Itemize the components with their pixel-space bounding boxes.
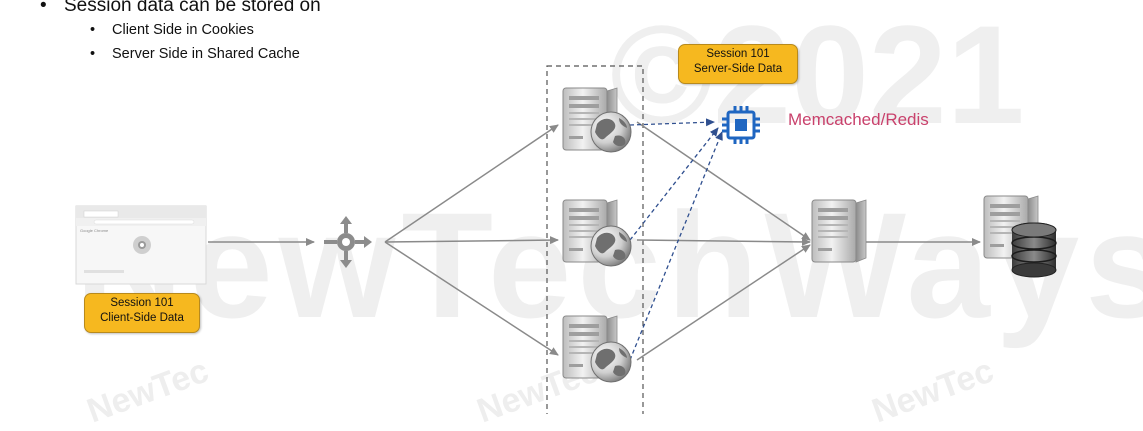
bullet-sub-1: •Client Side in Cookies (90, 22, 254, 38)
load-balancer-icon (324, 216, 372, 268)
arrow-lb-to-server-3 (384, 241, 559, 356)
server-session-badge: Session 101 Server-Side Data (678, 44, 798, 84)
server-group-frame (546, 65, 644, 414)
web-server-2-icon (562, 199, 632, 267)
arrow-server-1-to-app (636, 121, 811, 241)
server-badge-line-2: Server-Side Data (693, 63, 783, 75)
architecture-diagram: Google Chrome (75, 65, 1057, 414)
client-session-badge: Session 101 Client-Side Data (84, 293, 200, 333)
bullet-sub-1-text: Client Side in Cookies (112, 22, 254, 38)
bullet-sub-2-text: Server Side in Shared Cache (112, 46, 300, 62)
client-badge-line-1: Session 101 (110, 297, 174, 309)
chip-icon (722, 106, 760, 144)
server-badge-line-1: Session 101 (706, 48, 770, 60)
cache-link-1 (629, 118, 715, 127)
browser-window-icon (75, 205, 207, 285)
client-badge-line-2: Client-Side Data (100, 312, 184, 324)
bullet-main: •Session data can be stored on (40, 0, 321, 18)
cache-link-2 (629, 127, 719, 241)
arrow-lb-to-server-1 (384, 124, 559, 243)
bullet-main-text: Session data can be stored on (64, 0, 321, 16)
web-server-3-icon (562, 315, 632, 383)
arrow-server-2-to-app (636, 237, 811, 246)
browser-mini-label: Google Chrome (80, 228, 109, 233)
arrow-lb-to-server-2 (384, 236, 559, 245)
bullet-list: •Session data can be stored on •Client S… (40, 0, 321, 66)
arrow-server-3-to-app (636, 244, 811, 361)
cache-link-3 (629, 131, 723, 361)
database-server-icon (983, 195, 1057, 278)
web-server-1-icon (562, 87, 632, 153)
cache-label: Memcached/Redis (788, 110, 929, 129)
bullet-sub-2: •Server Side in Shared Cache (90, 46, 300, 62)
app-server-icon (811, 199, 867, 263)
